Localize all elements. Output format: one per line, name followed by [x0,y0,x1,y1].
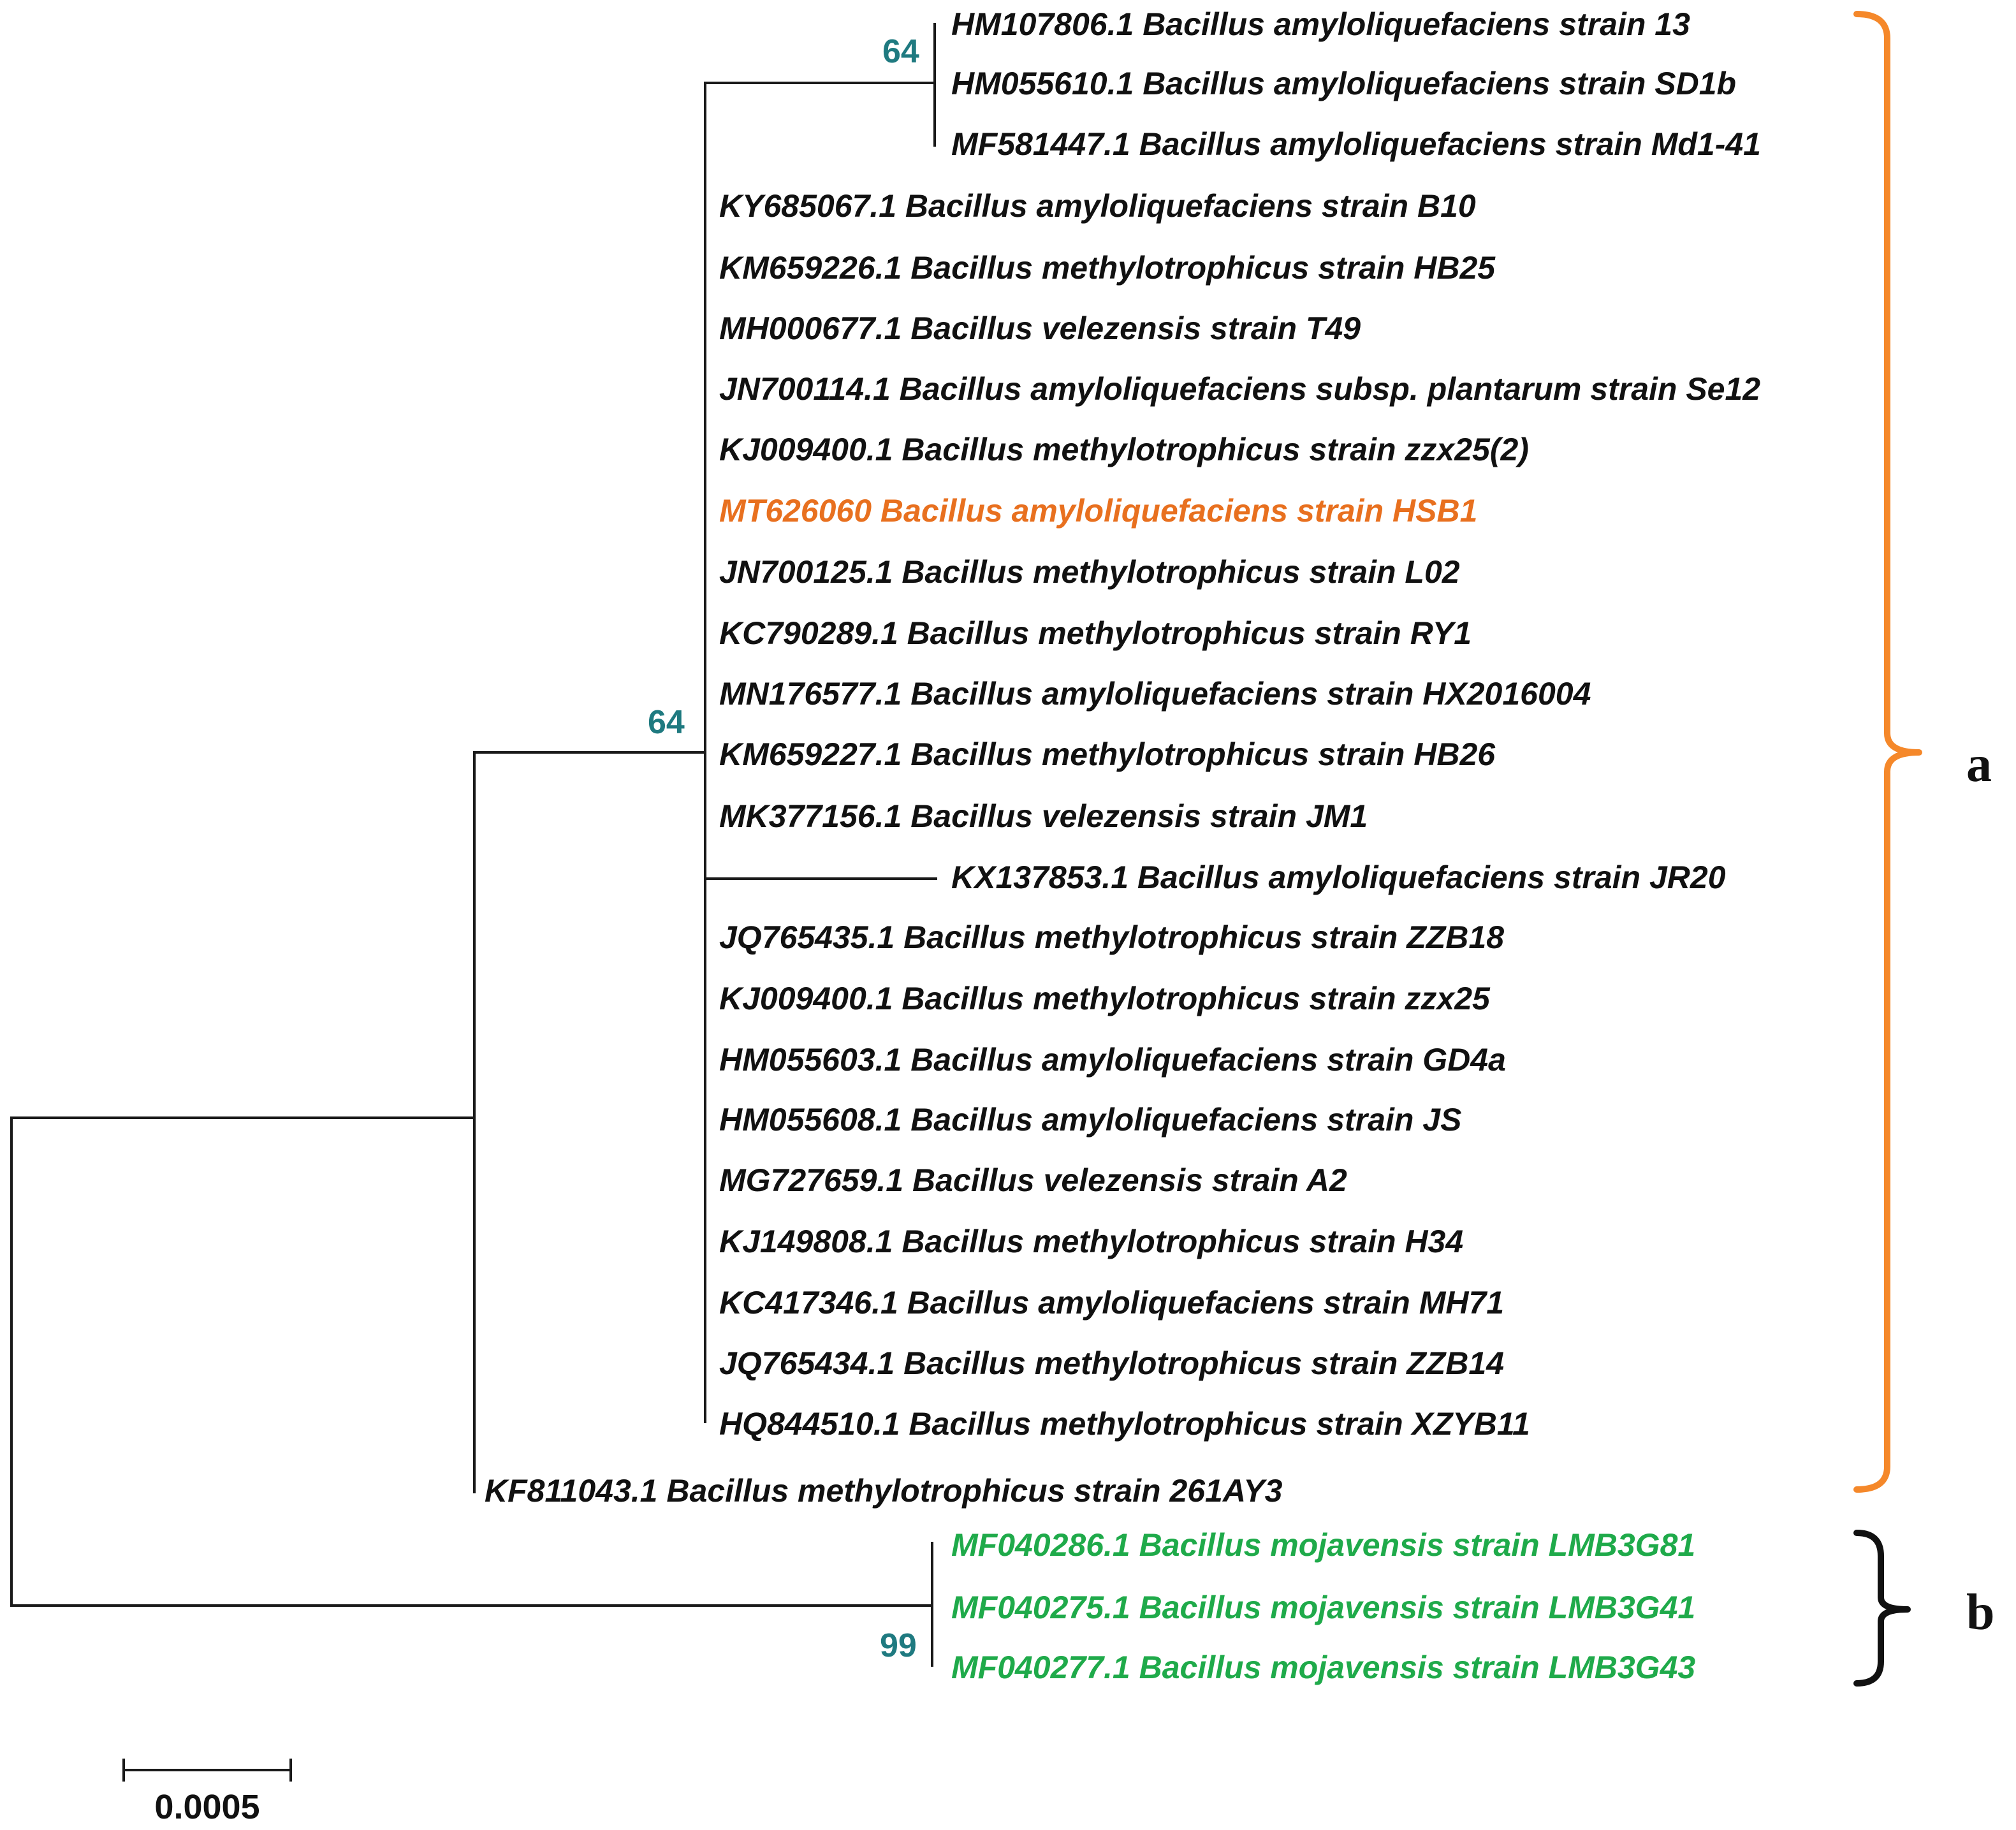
clade-a-bracket [1853,11,1922,1493]
taxon-label: MF040275.1 Bacillus mojavensis strain LM… [951,1590,1695,1625]
taxon-label: KJ009400.1 Bacillus methylotrophicus str… [719,432,1529,467]
clade-brackets: a b [1853,11,1995,1687]
taxon-label: HM055610.1 Bacillus amyloliquefaciens st… [951,66,1736,101]
scale-bar-label: 0.0005 [154,1788,259,1826]
taxon-label: MF040286.1 Bacillus mojavensis strain LM… [951,1527,1695,1563]
support-value-subclade: 64 [882,33,919,70]
taxon-label: HQ844510.1 Bacillus methylotrophicus str… [719,1406,1530,1442]
taxon-label: KJ009400.1 Bacillus methylotrophicus str… [719,981,1491,1016]
tree-branches [10,23,937,1667]
taxon-label: KM659227.1 Bacillus methylotrophicus str… [719,736,1496,772]
taxon-label: KC417346.1 Bacillus amyloliquefaciens st… [719,1285,1504,1321]
taxon-label: KC790289.1 Bacillus methylotrophicus str… [719,615,1472,651]
clade-b-bracket [1853,1530,1911,1687]
taxon-label: JN700125.1 Bacillus methylotrophicus str… [719,554,1460,590]
clade-b-label: b [1966,1585,1995,1641]
taxon-label: JQ765435.1 Bacillus methylotrophicus str… [719,919,1504,955]
taxon-label: KY685067.1 Bacillus amyloliquefaciens st… [719,188,1476,224]
taxon-label: MG727659.1 Bacillus velezensis strain A2 [719,1162,1347,1198]
taxon-label: KJ149808.1 Bacillus methylotrophicus str… [719,1224,1463,1259]
taxon-label: MF040277.1 Bacillus mojavensis strain LM… [951,1650,1695,1685]
taxon-label: MH000677.1 Bacillus velezensis strain T4… [719,311,1361,346]
taxon-label: HM107806.1 Bacillus amyloliquefaciens st… [951,6,1690,42]
support-value-outgroup: 99 [880,1627,917,1664]
taxon-labels: HM107806.1 Bacillus amyloliquefaciens st… [485,6,1761,1685]
taxon-label: MN176577.1 Bacillus amyloliquefaciens st… [719,676,1591,712]
taxon-label: KM659226.1 Bacillus methylotrophicus str… [719,250,1496,286]
support-value-main-node: 64 [648,704,685,741]
taxon-label: HM055603.1 Bacillus amyloliquefaciens st… [719,1042,1506,1078]
taxon-label: MK377156.1 Bacillus velezensis strain JM… [719,798,1368,834]
scale-bar: 0.0005 [122,1759,292,1826]
taxon-label: KF811043.1 Bacillus methylotrophicus str… [485,1473,1283,1509]
taxon-label: MT626060 Bacillus amyloliquefaciens stra… [719,493,1477,529]
taxon-label: KX137853.1 Bacillus amyloliquefaciens st… [951,860,1726,895]
taxon-label: JQ765434.1 Bacillus methylotrophicus str… [719,1345,1504,1381]
taxon-label: MF581447.1 Bacillus amyloliquefaciens st… [951,126,1761,162]
taxon-label: HM055608.1 Bacillus amyloliquefaciens st… [719,1102,1461,1138]
taxon-label: JN700114.1 Bacillus amyloliquefaciens su… [719,371,1760,407]
support-values: 64 64 99 [648,33,919,1664]
clade-a-label: a [1966,736,1992,793]
